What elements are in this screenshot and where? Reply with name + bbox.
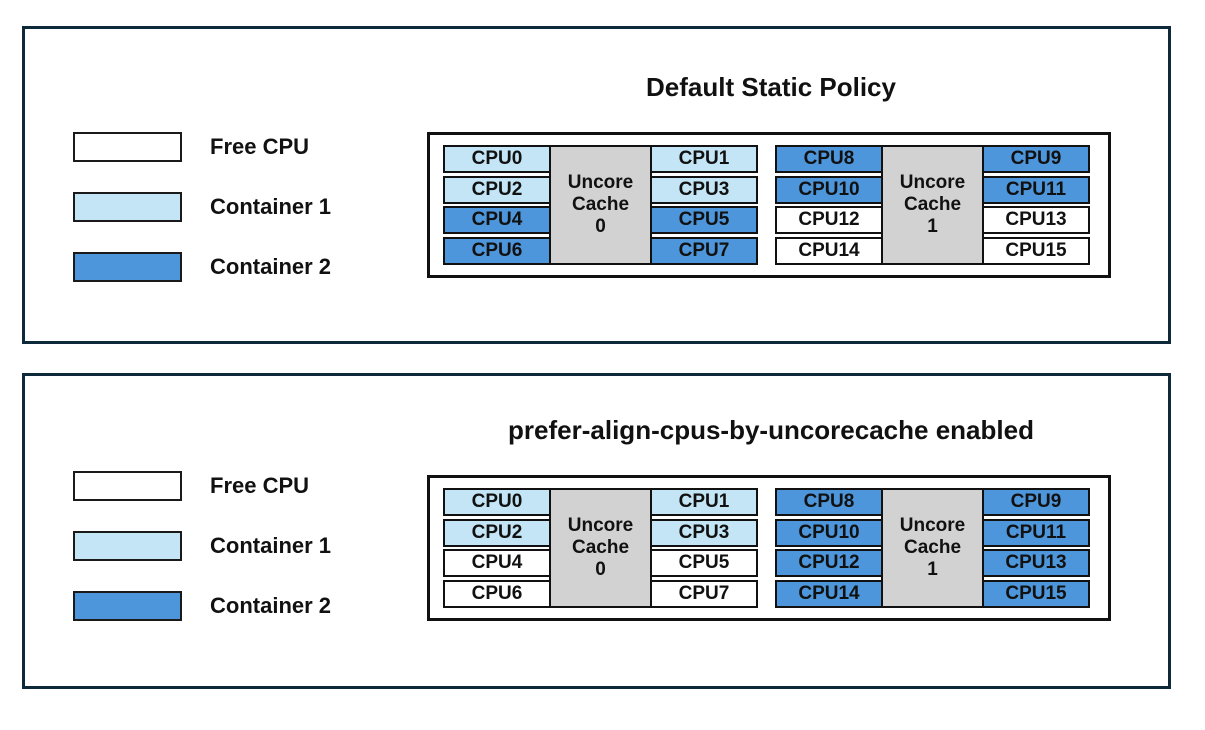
legend-label: Free CPU	[210, 473, 310, 498]
cpu-cell: CPU3	[650, 175, 758, 204]
legend: Free CPU Container 1 Container 2	[73, 471, 331, 621]
legend-label: Free CPU	[210, 134, 310, 159]
legend-item-container-2: Container 2	[73, 252, 331, 282]
cpu-cell: CPU6	[443, 236, 551, 265]
uncore-cache-0-group: CPU0 CPU2 CPU4 CPU6 Uncore Cache 0 CPU1 …	[443, 488, 762, 608]
container-1-swatch	[73, 192, 182, 222]
cpu-cell: CPU15	[982, 579, 1090, 608]
cpu-column: CPU1 CPU3 CPU5 CPU7	[650, 145, 758, 265]
uncore-cache-block: Uncore Cache 1	[881, 145, 984, 265]
cpu-column: CPU0 CPU2 CPU4 CPU6	[443, 145, 551, 265]
cpu-cell: CPU13	[982, 206, 1090, 235]
uncore-cache-1-group: CPU8 CPU10 CPU12 CPU14 Uncore Cache 1 CP…	[775, 145, 1094, 265]
legend-label: Container 1	[210, 194, 332, 219]
legend-item-free-cpu: Free CPU	[73, 132, 331, 162]
cpu-cell: CPU4	[443, 549, 551, 578]
uncore-cache-block: Uncore Cache 0	[549, 145, 652, 265]
cpu-cell: CPU5	[650, 206, 758, 235]
cpu-cell: CPU9	[982, 488, 1090, 516]
cpu-cell: CPU11	[982, 175, 1090, 204]
cpu-topology-diagram: CPU0 CPU2 CPU4 CPU6 Uncore Cache 0 CPU1 …	[427, 475, 1111, 621]
free-cpu-swatch	[73, 132, 182, 162]
legend-item-container-2: Container 2	[73, 591, 331, 621]
cpu-cell: CPU10	[775, 518, 883, 547]
uncore-cache-text: Uncore	[567, 172, 634, 193]
cpu-column: CPU9 CPU11 CPU13 CPU15	[982, 145, 1090, 265]
cpu-cell: CPU1	[650, 145, 758, 173]
cpu-column: CPU9 CPU11 CPU13 CPU15	[982, 488, 1090, 608]
cpu-cell: CPU1	[650, 488, 758, 516]
cpu-cell: CPU11	[982, 518, 1090, 547]
cpu-cell: CPU2	[443, 175, 551, 204]
uncore-cache-text: Uncore	[567, 515, 634, 536]
legend-label: Container 2	[210, 593, 332, 618]
cpu-column: CPU8 CPU10 CPU12 CPU14	[775, 488, 883, 608]
container-1-swatch	[73, 531, 182, 561]
cpu-cell: CPU14	[775, 579, 883, 608]
uncore-cache-text: 1	[927, 216, 938, 237]
cpu-cell: CPU0	[443, 488, 551, 516]
cpu-cell: CPU8	[775, 488, 883, 516]
cpu-cell: CPU7	[650, 236, 758, 265]
cpu-column: CPU1 CPU3 CPU5 CPU7	[650, 488, 758, 608]
cpu-column: CPU8 CPU10 CPU12 CPU14	[775, 145, 883, 265]
uncore-cache-text: 0	[595, 559, 606, 580]
cpu-cell: CPU12	[775, 549, 883, 578]
cpu-cell: CPU12	[775, 206, 883, 235]
uncore-cache-0-group: CPU0 CPU2 CPU4 CPU6 Uncore Cache 0 CPU1 …	[443, 145, 762, 265]
cpu-cell: CPU10	[775, 175, 883, 204]
uncore-cache-block: Uncore Cache 1	[881, 488, 984, 608]
uncore-cache-text: Cache	[571, 194, 630, 215]
legend-item-container-1: Container 1	[73, 531, 331, 561]
panel-prefer-align-uncorecache: prefer-align-cpus-by-uncorecache enabled…	[22, 373, 1171, 689]
free-cpu-swatch	[73, 471, 182, 501]
panel-default-static-policy: Default Static Policy Free CPU Container…	[22, 26, 1171, 344]
uncore-cache-text: 0	[595, 216, 606, 237]
uncore-cache-1-group: CPU8 CPU10 CPU12 CPU14 Uncore Cache 1 CP…	[775, 488, 1094, 608]
cpu-cell: CPU15	[982, 236, 1090, 265]
legend-item-free-cpu: Free CPU	[73, 471, 331, 501]
cpu-topology-diagram: CPU0 CPU2 CPU4 CPU6 Uncore Cache 0 CPU1 …	[427, 132, 1111, 278]
legend: Free CPU Container 1 Container 2	[73, 132, 331, 282]
uncore-cache-text: Uncore	[899, 172, 966, 193]
uncore-cache-text: Cache	[903, 537, 962, 558]
legend-label: Container 1	[210, 533, 332, 558]
legend-label: Container 2	[210, 254, 332, 279]
uncore-cache-block: Uncore Cache 0	[549, 488, 652, 608]
cpu-cell: CPU9	[982, 145, 1090, 173]
cpu-column: CPU0 CPU2 CPU4 CPU6	[443, 488, 551, 608]
cpu-cell: CPU8	[775, 145, 883, 173]
cpu-cell: CPU3	[650, 518, 758, 547]
container-2-swatch	[73, 591, 182, 621]
cpu-cell: CPU2	[443, 518, 551, 547]
uncore-cache-text: Uncore	[899, 515, 966, 536]
uncore-cache-text: Cache	[903, 194, 962, 215]
cpu-cell: CPU14	[775, 236, 883, 265]
cpu-cell: CPU0	[443, 145, 551, 173]
legend-item-container-1: Container 1	[73, 192, 331, 222]
page-title: prefer-align-cpus-by-uncorecache enabled	[508, 415, 1034, 445]
uncore-cache-text: Cache	[571, 537, 630, 558]
cpu-cell: CPU13	[982, 549, 1090, 578]
cpu-cell: CPU6	[443, 579, 551, 608]
container-2-swatch	[73, 252, 182, 282]
cpu-cell: CPU4	[443, 206, 551, 235]
cpu-cell: CPU7	[650, 579, 758, 608]
page-title: Default Static Policy	[646, 72, 896, 102]
uncore-cache-text: 1	[927, 559, 938, 580]
cpu-cell: CPU5	[650, 549, 758, 578]
